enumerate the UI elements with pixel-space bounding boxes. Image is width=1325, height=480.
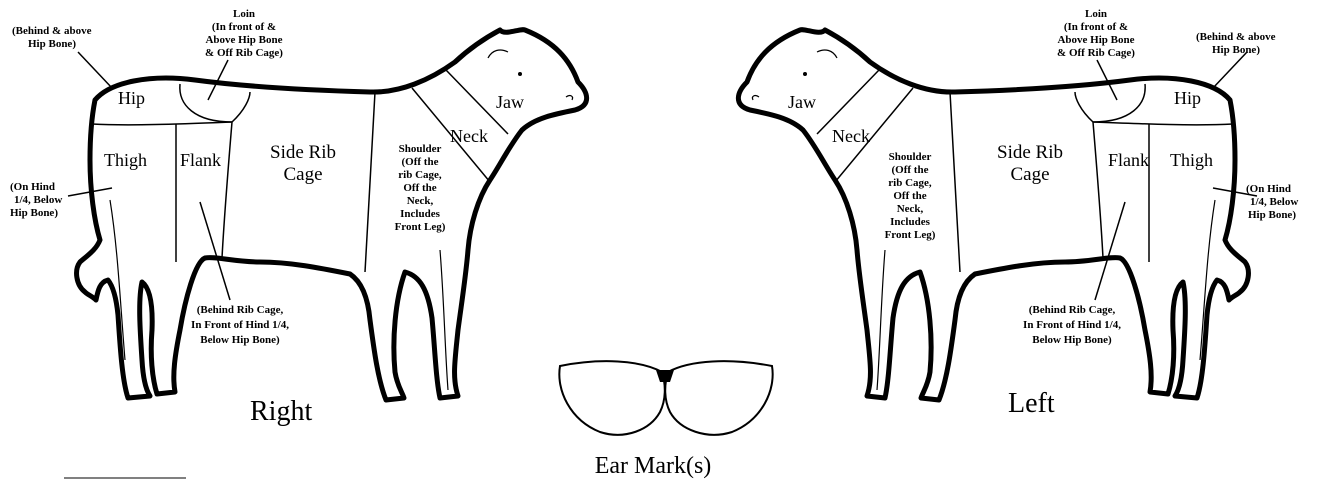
left-thigh-note-line2: 1/4, Below [1250, 196, 1298, 208]
right-flank-note-line1: (Behind Rib Cage, [197, 304, 284, 316]
left-flank-note: (Behind Rib Cage, In Front of Hind 1/4, … [1023, 304, 1121, 346]
right-jaw-label: Jaw [496, 92, 524, 112]
right-shoulder-note-line4: Off the [403, 182, 436, 194]
left-jaw-label: Jaw [788, 92, 816, 112]
right-shoulder-note-line5: Neck, [407, 195, 434, 207]
left-side-rib-label-line2: Cage [1010, 164, 1049, 185]
left-shoulder-note-line2: (Off the [892, 164, 929, 176]
right-flank-label: Flank [180, 150, 221, 170]
right-rib-shoulder-line [365, 92, 375, 272]
left-hip-pointer [1213, 52, 1247, 88]
left-shoulder-note-line7: Front Leg) [885, 229, 936, 241]
left-cow-outline [738, 30, 1248, 400]
right-flank-rib-line [222, 122, 232, 258]
left-loin-curve [1075, 84, 1145, 122]
left-hip-divider [1093, 122, 1233, 125]
right-hip-note-line2: Hip Bone) [28, 38, 76, 50]
right-hip-note-line1: (Behind & above [12, 25, 92, 37]
left-flank-note-line2: In Front of Hind 1/4, [1023, 319, 1121, 331]
right-hip-divider [92, 122, 232, 125]
right-shoulder-note-line3: rib Cage, [398, 169, 442, 181]
left-ear-shape [559, 361, 664, 435]
right-flank-note-line3: Below Hip Bone) [200, 334, 280, 346]
left-cow [738, 30, 1257, 400]
right-flank-note: (Behind Rib Cage, In Front of Hind 1/4, … [191, 202, 289, 346]
right-side-rib-label-line2: Cage [283, 164, 322, 185]
right-thigh-note-line3: Hip Bone) [10, 207, 58, 219]
left-hip-note: (Behind & above Hip Bone) [1196, 31, 1276, 56]
ear-mark-center-notch [656, 370, 674, 382]
left-loin-note: Loin (In front of & Above Hip Bone & Off… [1057, 8, 1135, 59]
left-neck-label: Neck [832, 126, 870, 146]
right-cow-eye [518, 72, 522, 76]
right-loin-curve [180, 84, 250, 122]
right-loin-note-line4: & Off Rib Cage) [205, 47, 283, 59]
right-flank-note-line2: In Front of Hind 1/4, [191, 319, 289, 331]
left-flank-label: Flank [1108, 150, 1149, 170]
right-cow-outline [77, 30, 587, 400]
left-hip-note-line1: (Behind & above [1196, 31, 1276, 43]
right-side-label: Right [250, 396, 312, 427]
right-shoulder-note-line6: Includes [400, 208, 440, 220]
left-hip-note-line2: Hip Bone) [1212, 44, 1260, 56]
right-thigh-note-line1: (On Hind [10, 181, 55, 193]
right-cow [77, 30, 587, 400]
left-shoulder-note-line3: rib Cage, [888, 177, 932, 189]
left-loin-note-line2: (In front of & [1064, 21, 1128, 33]
left-shoulder-note-line5: Neck, [897, 203, 924, 215]
right-hip-note: (Behind & above Hip Bone) [12, 25, 112, 88]
left-thigh-label: Thigh [1170, 150, 1213, 170]
left-shoulder-note-line1: Shoulder [889, 151, 932, 163]
left-loin-note-line4: & Off Rib Cage) [1057, 47, 1135, 59]
ear-marks-label: Ear Mark(s) [595, 453, 712, 479]
right-shoulder-note: Shoulder (Off the rib Cage, Off the Neck… [395, 143, 446, 233]
left-loin-note-line3: Above Hip Bone [1057, 34, 1134, 46]
left-shoulder-note: Shoulder (Off the rib Cage, Off the Neck… [885, 151, 936, 241]
right-neck-label: Neck [450, 126, 488, 146]
right-ear-shape [665, 361, 772, 435]
left-loin-note-line1: Loin [1085, 8, 1107, 20]
left-cow-eye [803, 72, 807, 76]
left-shoulder-note-line4: Off the [893, 190, 926, 202]
right-shoulder-note-line2: (Off the [402, 156, 439, 168]
left-neck-jaw-line [817, 70, 879, 134]
right-thigh-label: Thigh [104, 150, 147, 170]
right-loin-note-line1: Loin [233, 8, 255, 20]
right-shoulder-note-line1: Shoulder [399, 143, 442, 155]
right-thigh-note: (On Hind 1/4, Below Hip Bone) [10, 181, 112, 219]
left-thigh-note-line3: Hip Bone) [1248, 209, 1296, 221]
ear-mark-diagram: Ear Mark(s) [559, 361, 772, 479]
right-front-leg-line [440, 250, 448, 390]
left-cow-nostril [752, 96, 759, 100]
left-thigh-note: (On Hind 1/4, Below Hip Bone) [1246, 183, 1298, 221]
left-hip-label: Hip [1174, 88, 1201, 108]
right-shoulder-note-line7: Front Leg) [395, 221, 446, 233]
right-flank-pointer [200, 202, 230, 300]
left-flank-note-line1: (Behind Rib Cage, [1029, 304, 1116, 316]
left-cow-ear [817, 50, 837, 58]
right-cow-ear [488, 50, 508, 58]
left-flank-pointer [1095, 202, 1125, 300]
right-loin-note-line3: Above Hip Bone [205, 34, 282, 46]
left-shoulder-note-line6: Includes [890, 216, 930, 228]
left-side-rib-label-line1: Side Rib [997, 142, 1063, 163]
left-rib-shoulder-line [950, 92, 960, 272]
left-flank-rib-line [1093, 122, 1103, 258]
left-thigh-note-line1: (On Hind [1246, 183, 1291, 195]
right-thigh-note-line2: 1/4, Below [14, 194, 62, 206]
right-loin-note-line2: (In front of & [212, 21, 276, 33]
right-side-rib-label-line1: Side Rib [270, 142, 336, 163]
right-cow-nostril [566, 96, 573, 100]
left-front-leg-line [877, 250, 885, 390]
left-flank-note-line3: Below Hip Bone) [1032, 334, 1112, 346]
right-hip-pointer [78, 52, 112, 88]
left-side-label: Left [1008, 388, 1055, 419]
right-hip-label: Hip [118, 88, 145, 108]
